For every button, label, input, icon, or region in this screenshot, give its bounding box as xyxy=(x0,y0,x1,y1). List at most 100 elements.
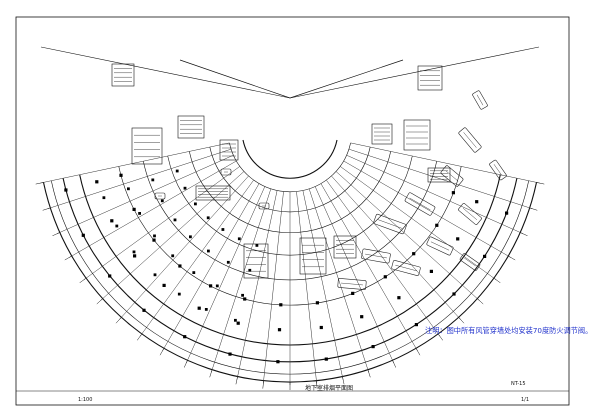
interior-column xyxy=(160,199,164,203)
core-room xyxy=(427,167,451,183)
axis-line xyxy=(296,191,317,384)
tick xyxy=(235,376,238,385)
axis-line xyxy=(308,188,370,373)
column xyxy=(429,269,433,273)
axis-line xyxy=(139,180,254,337)
design-note: 注明：图中所有风管穿墙处均安装70度防火调节阀。 xyxy=(425,326,592,335)
drawing-number: NT-15 xyxy=(511,381,526,387)
interior-column xyxy=(173,218,177,222)
core-room xyxy=(243,243,269,279)
column xyxy=(412,252,416,256)
axis-line xyxy=(236,190,278,380)
column xyxy=(110,219,114,223)
column xyxy=(277,328,282,332)
interior-column xyxy=(215,284,219,288)
tick xyxy=(316,380,318,389)
duct-centerline xyxy=(463,132,477,148)
interior-column xyxy=(226,260,230,264)
column xyxy=(142,308,146,312)
duct-body xyxy=(440,165,464,187)
duct-unit xyxy=(458,127,482,153)
wing-edge-right xyxy=(289,46,540,99)
tick xyxy=(209,369,213,378)
duct-body xyxy=(404,192,436,216)
duct-unit xyxy=(258,202,270,210)
tick xyxy=(159,348,165,356)
interior-column xyxy=(221,228,225,231)
duct-unit xyxy=(404,192,436,216)
duct-body xyxy=(154,192,166,200)
axis-line xyxy=(210,188,272,373)
tick xyxy=(52,232,60,237)
duct-centerline xyxy=(341,282,363,286)
column xyxy=(435,223,439,227)
column xyxy=(132,207,136,211)
column xyxy=(397,296,401,300)
axis-line xyxy=(83,166,240,281)
column xyxy=(183,335,187,339)
drawing-scale: 1:100 xyxy=(78,397,93,403)
column xyxy=(371,345,375,349)
core-room xyxy=(417,65,443,91)
column xyxy=(276,360,280,364)
duct-unit xyxy=(391,260,421,276)
duct-body xyxy=(361,248,391,264)
axis-line xyxy=(56,154,234,234)
axis-line xyxy=(335,171,480,301)
axis-line xyxy=(162,183,260,351)
duct-centerline xyxy=(493,164,503,176)
duct-body xyxy=(472,90,488,110)
interior-column xyxy=(151,178,155,182)
duct-unit xyxy=(373,213,407,235)
duct-unit xyxy=(459,253,481,271)
column xyxy=(505,211,509,215)
duct-unit xyxy=(154,192,166,200)
column xyxy=(108,274,112,278)
duct-body xyxy=(489,159,507,181)
interior-column xyxy=(204,308,208,311)
tick xyxy=(262,380,264,389)
rooms-and-cores xyxy=(111,63,451,279)
tick xyxy=(342,376,345,385)
tick xyxy=(458,317,465,324)
structural-columns xyxy=(64,169,509,364)
tick xyxy=(35,182,44,185)
tick xyxy=(42,207,51,211)
column xyxy=(95,180,99,184)
axis-line xyxy=(47,148,232,210)
column xyxy=(315,301,319,305)
axis-line xyxy=(302,190,344,380)
duct-centerline xyxy=(365,253,387,259)
core-room xyxy=(177,115,205,139)
column xyxy=(228,352,232,356)
duct-unit xyxy=(337,278,367,290)
duct-centerline xyxy=(464,257,476,267)
duct-unit xyxy=(361,248,391,264)
tick xyxy=(64,255,72,261)
axis-line xyxy=(326,180,441,337)
interior-column xyxy=(189,235,192,239)
tick xyxy=(508,255,516,261)
dimension-ticks xyxy=(35,182,545,390)
duct-body xyxy=(258,202,270,210)
core-room xyxy=(403,119,431,151)
tick xyxy=(529,207,538,211)
interior-column xyxy=(248,268,252,272)
column xyxy=(178,264,182,268)
column xyxy=(209,284,213,288)
column xyxy=(81,233,85,237)
interior-column xyxy=(194,202,197,206)
duct-centerline xyxy=(476,94,484,106)
column xyxy=(475,200,479,204)
axis-line xyxy=(263,191,284,384)
duct-body xyxy=(373,213,407,235)
interior-column xyxy=(207,249,210,253)
interior-column xyxy=(255,244,259,247)
core-room xyxy=(333,235,357,259)
column xyxy=(236,321,240,325)
column xyxy=(64,188,68,192)
column xyxy=(197,306,201,310)
duct-centerline xyxy=(395,264,417,272)
axis-line xyxy=(100,171,245,301)
duct-centerline xyxy=(430,241,450,251)
